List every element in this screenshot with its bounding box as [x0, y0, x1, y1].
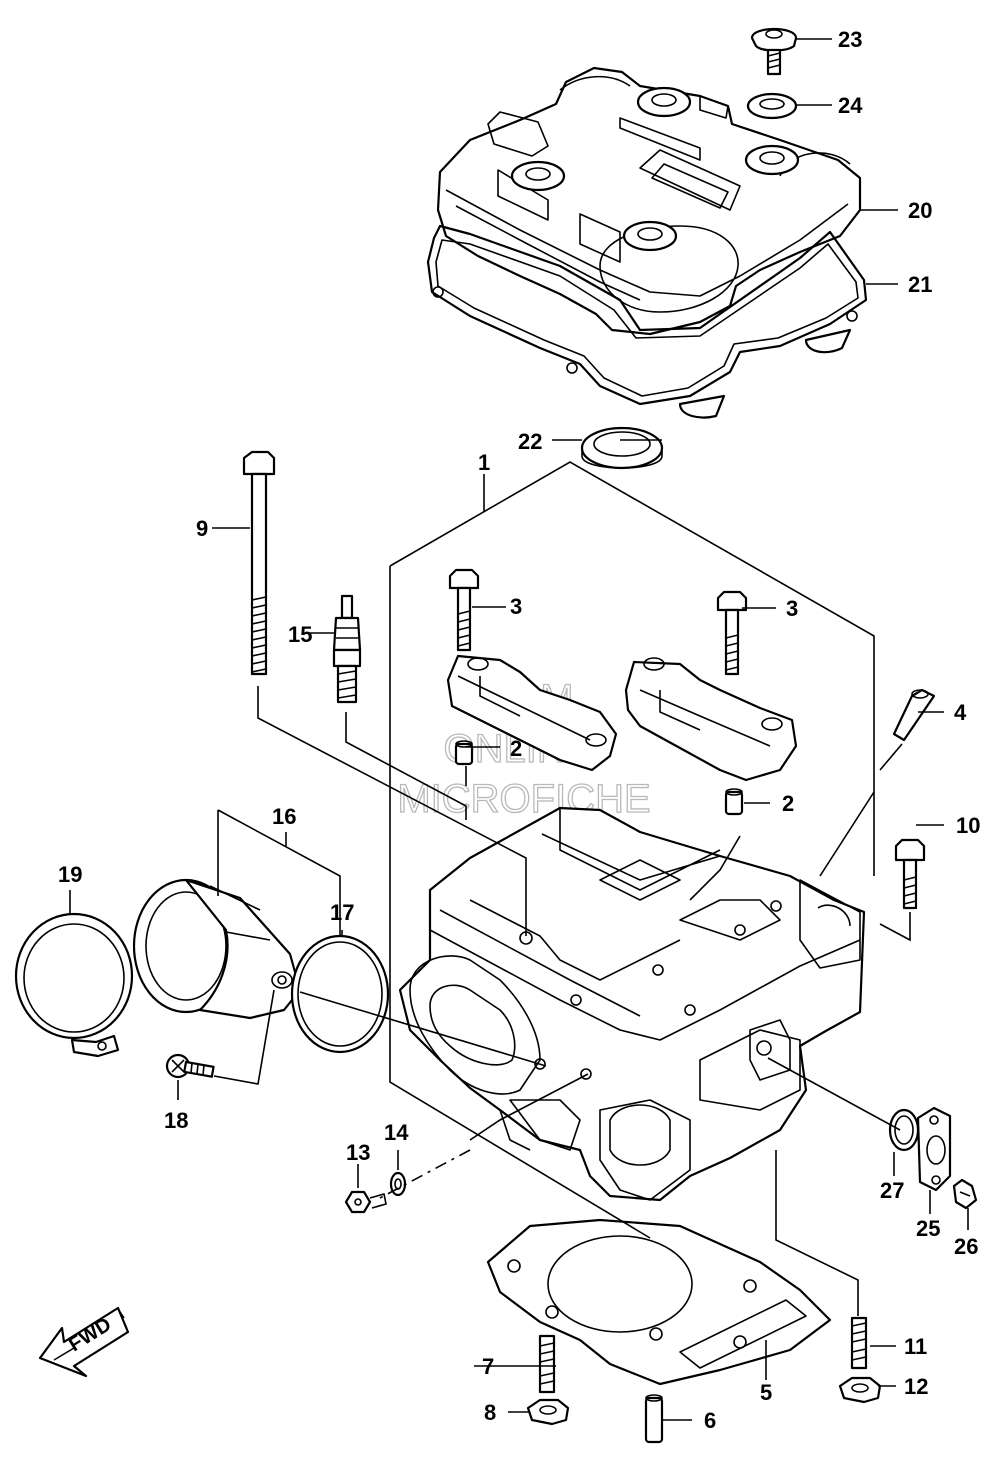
part-1-cylinder-head[interactable] — [398, 806, 866, 1202]
callout-19: 19 — [58, 862, 82, 887]
callout-7: 7 — [482, 1354, 494, 1379]
callout-6: 6 — [704, 1408, 716, 1433]
callout-16: 16 — [272, 804, 296, 829]
leader-lines — [69, 38, 969, 1421]
part-21-cover-gasket[interactable] — [426, 224, 868, 419]
part-11-stud[interactable] — [850, 1316, 868, 1370]
callout-4: 4 — [954, 700, 967, 725]
part-2-dowel-pin-upper[interactable] — [454, 740, 474, 766]
fwd-arrow: FWD — [38, 1306, 130, 1378]
callout-27: 27 — [880, 1178, 904, 1203]
part-2-dowel-pin-lower[interactable] — [724, 788, 744, 816]
part-15-spark-plug[interactable] — [332, 594, 362, 704]
part-22-round-seal[interactable] — [580, 426, 664, 470]
part-18-screw[interactable] — [165, 1053, 215, 1079]
part-8-nut[interactable] — [526, 1398, 570, 1426]
callout-5: 5 — [760, 1380, 772, 1405]
callout-13: 13 — [346, 1140, 370, 1165]
part-17-o-ring[interactable] — [290, 934, 390, 1054]
callout-20: 20 — [908, 198, 932, 223]
part-23-cover-bolt[interactable] — [750, 28, 798, 76]
part-1-bracket — [389, 461, 875, 1239]
part-12-nut[interactable] — [838, 1376, 882, 1404]
callout-14: 14 — [384, 1120, 409, 1145]
callout-1: 1 — [478, 450, 490, 475]
callout-12: 12 — [904, 1374, 928, 1399]
camshaft-holder-right[interactable] — [624, 657, 798, 782]
part-25-cap[interactable] — [916, 1106, 952, 1192]
callout-2-lower: 2 — [782, 791, 794, 816]
part-16-intake-pipe[interactable] — [132, 878, 302, 1020]
callout-3-left: 3 — [510, 594, 522, 619]
part-3-holder-bolt-left[interactable] — [448, 568, 480, 652]
callout-25: 25 — [916, 1216, 940, 1241]
callout-17: 17 — [330, 900, 354, 925]
callout-15: 15 — [288, 622, 312, 647]
part-3-holder-bolt-right[interactable] — [716, 590, 748, 676]
watermark-line-3: MICROFICHE — [397, 777, 650, 821]
callout-2-upper: 2 — [510, 736, 522, 761]
callout-18: 18 — [164, 1108, 188, 1133]
part-6-dowel[interactable] — [644, 1394, 664, 1444]
callout-11: 11 — [904, 1334, 927, 1359]
callout-9: 9 — [196, 516, 208, 541]
callout-labels: 23 24 20 21 22 1 9 3 3 15 4 2 2 10 16 19… — [58, 27, 980, 1433]
part-5-head-gasket[interactable] — [486, 1218, 832, 1386]
part-7-stud[interactable] — [538, 1334, 556, 1394]
callout-10: 10 — [956, 813, 980, 838]
callout-23: 23 — [838, 27, 862, 52]
cover-bolt-boss — [510, 86, 800, 252]
callout-22: 22 — [518, 429, 542, 454]
part-24-seal-washer[interactable] — [746, 92, 798, 120]
part-13-bolt[interactable] — [344, 1190, 387, 1214]
callout-26: 26 — [954, 1234, 978, 1259]
part-20-cylinder-head-cover[interactable] — [436, 66, 862, 336]
callout-24: 24 — [838, 93, 863, 118]
callout-8: 8 — [484, 1400, 496, 1425]
part-9-stud-bolt[interactable] — [242, 450, 276, 676]
callout-21: 21 — [908, 272, 932, 297]
part-10-bolt[interactable] — [894, 838, 926, 910]
part-4-pin[interactable] — [892, 688, 936, 742]
part-27-o-ring[interactable] — [888, 1108, 920, 1152]
part-26-screw[interactable] — [952, 1178, 978, 1210]
callout-3-right: 3 — [786, 596, 798, 621]
camshaft-holder-left[interactable] — [446, 654, 618, 772]
part-19-clamp-band[interactable] — [14, 912, 134, 1058]
